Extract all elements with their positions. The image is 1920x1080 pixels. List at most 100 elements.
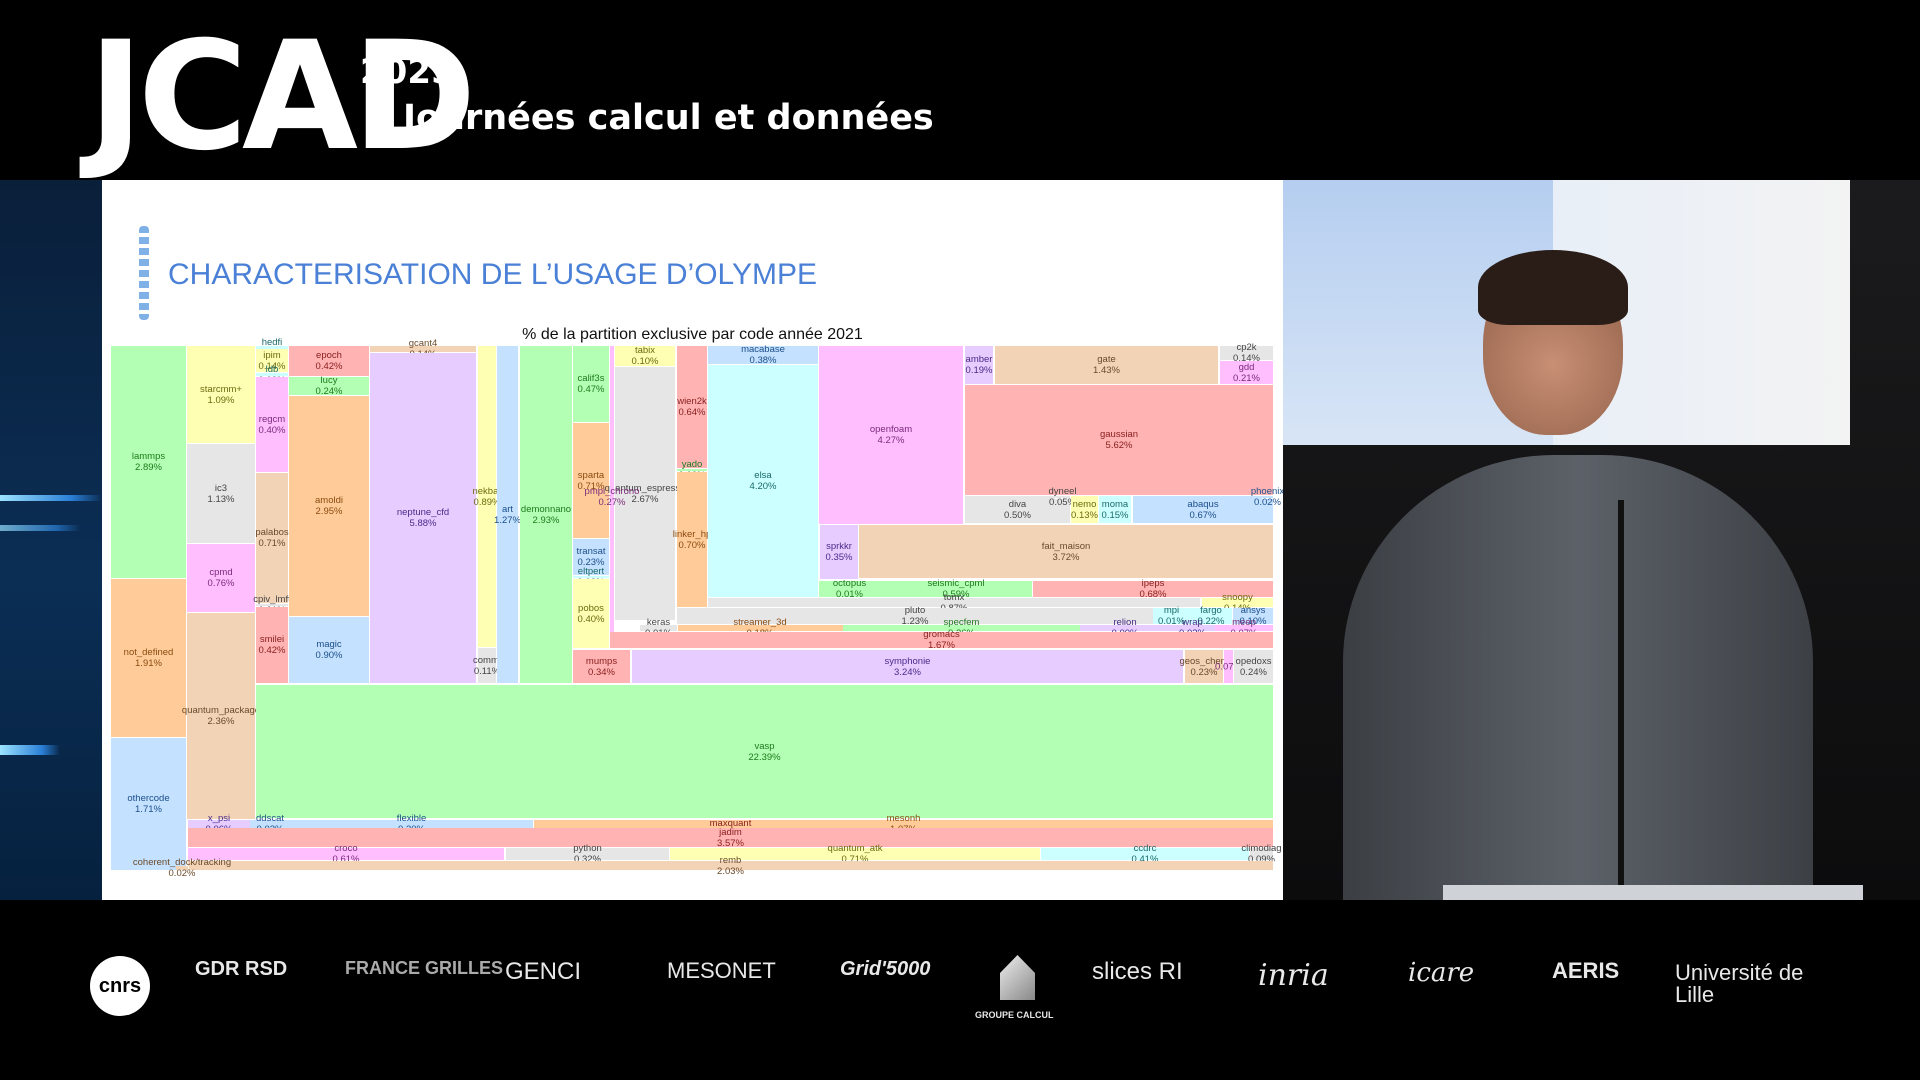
cell-name: transat [576,546,606,557]
cell-name: othercode [127,793,170,804]
cell-value: 1.09% [207,394,235,406]
cell-name: cpmd [209,567,233,578]
cell-value: 0.42% [258,645,286,656]
cell-value: 1.91% [135,658,162,669]
cell-name: gdd [1238,361,1255,373]
cell-name: calif3s [577,373,605,384]
cell-value: 0.47% [577,384,605,395]
cell-value: 0.50% [1004,509,1031,521]
groupe-calcul-cube-icon [1000,955,1035,1000]
cell-value: 1.71% [135,804,162,815]
cell-name: quantum_package [181,705,261,716]
cell-value: 0.64% [678,407,706,418]
logo-grid5000: Grid'5000 [840,958,931,980]
cell-name: neptune_cfd [396,507,450,518]
cell-name: quantum_espresso [604,482,686,494]
treemap-cell-starcmm-: starcmm+1.09% [187,346,256,444]
cell-value: 3.72% [1052,551,1080,563]
cell-name: regcm [258,413,286,425]
cell-value: 0.24% [1240,666,1267,678]
cell-value: 2.89% [135,462,162,473]
cell-value: 0.40% [258,424,286,436]
logo-mesonet: MESONET [667,958,776,983]
cell-value: 0.19% [965,365,993,376]
treemap-cell-unlabeled: 0.07% [1215,650,1242,684]
cell-value: 0.23% [1190,666,1218,678]
event-year: 2025 [360,52,455,92]
logo-universite-de-lille: Université de Lille [1675,960,1804,1007]
cell-value: 5.88% [409,518,437,529]
cell-value: 0.21% [1233,372,1260,384]
treemap-cell-tomx: tomx0.87% [708,592,1201,614]
cell-name: tabix [634,345,656,356]
chart-title: % de la partition exclusive par code ann… [522,326,863,343]
treemap-cell-gcant4: gcant40.14% [370,338,477,360]
cell-value: 2.67% [631,493,659,505]
cell-name: nemo [1072,498,1097,510]
logo-slices-ri: slices RI [1092,958,1183,985]
logo-france-grilles: FRANCE GRILLES [345,958,504,978]
cell-name: openfoam [869,424,913,435]
light-streak [0,745,60,755]
speaker-body [1343,455,1813,900]
logo-groupe-calcul: GROUPE CALCUL [975,1010,1054,1020]
cell-value: 2.03% [717,865,744,877]
cell-name: ic3 [214,482,228,494]
cell-name: amber [965,354,993,365]
cell-value: 3.24% [894,666,921,678]
cell-name: amoldi [315,495,343,506]
cell-name: elsa [754,470,772,481]
cell-value: 1.43% [1093,365,1120,376]
cell-name: vasp [754,740,775,752]
cell-name: diva [1008,498,1027,510]
cell-name: symphonie [884,655,931,667]
cell-name: fait_maison [1041,540,1091,552]
microphone-stand [1618,500,1624,900]
cell-name: wien2k [677,396,707,407]
